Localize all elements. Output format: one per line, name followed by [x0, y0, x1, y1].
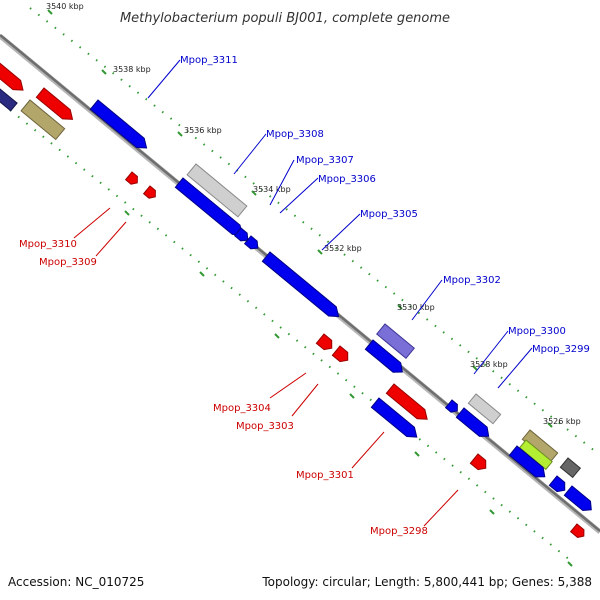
- feature-forward-cds[interactable]: [243, 235, 261, 252]
- leader-lines-blue: [147, 59, 533, 389]
- feature-reverse-cds[interactable]: [124, 171, 141, 187]
- feature-green[interactable]: [518, 439, 553, 471]
- gene-label-mpop-3303[interactable]: Mpop_3303: [236, 421, 294, 432]
- feature-reverse-cds[interactable]: [469, 453, 489, 473]
- feature-light-gray[interactable]: [467, 393, 502, 425]
- tick-label-3534: 3534 kbp: [253, 185, 291, 194]
- feature-reverse-cds[interactable]: [0, 59, 27, 95]
- feature-forward-cds[interactable]: [233, 227, 251, 244]
- accession-text: Accession: NC_010725: [8, 575, 144, 589]
- gene-label-mpop-3298[interactable]: Mpop_3298: [370, 526, 428, 537]
- feature-reverse-cds[interactable]: [331, 345, 351, 365]
- gene-label-mpop-3302[interactable]: Mpop_3302: [443, 275, 501, 286]
- kbp-ticks: [47, 9, 573, 567]
- tick-label-3526: 3526 kbp: [543, 417, 581, 426]
- features: [0, 59, 595, 540]
- feature-forward-cds[interactable]: [455, 407, 492, 441]
- dotted-tracks: [9, 7, 600, 561]
- map-title: Methylobacterium populi BJ001, complete …: [120, 11, 450, 26]
- gene-label-mpop-3311[interactable]: Mpop_3311: [180, 55, 238, 66]
- feature-forward-cds[interactable]: [563, 485, 595, 514]
- gene-label-mpop-3308[interactable]: Mpop_3308: [266, 129, 324, 140]
- gene-label-mpop-3304[interactable]: Mpop_3304: [213, 403, 271, 414]
- tick-label-3536: 3536 kbp: [184, 126, 222, 135]
- gene-label-mpop-3306[interactable]: Mpop_3306: [318, 174, 376, 185]
- feature-forward-cds[interactable]: [548, 475, 568, 495]
- tick-label-3532: 3532 kbp: [324, 244, 362, 253]
- gene-label-mpop-3307[interactable]: Mpop_3307: [296, 155, 354, 166]
- tick-label-3530: 3530 kbp: [397, 303, 435, 312]
- gene-label-mpop-3309[interactable]: Mpop_3309: [39, 257, 97, 268]
- feature-forward-cds[interactable]: [444, 399, 461, 415]
- feature-reverse-cds[interactable]: [385, 383, 431, 424]
- gene-label-mpop-3299[interactable]: Mpop_3299: [532, 344, 590, 355]
- feature-light-gray[interactable]: [186, 163, 248, 218]
- feature-reverse-cds[interactable]: [569, 523, 587, 540]
- feature-forward-cds[interactable]: [261, 251, 342, 321]
- tick-label-3540: 3540 kbp: [46, 2, 84, 11]
- feature-navy[interactable]: [0, 83, 18, 112]
- feature-forward-cds[interactable]: [364, 339, 406, 377]
- feature-purple[interactable]: [376, 323, 415, 359]
- feature-olive[interactable]: [20, 99, 66, 141]
- tick-label-3538: 3538 kbp: [113, 65, 151, 74]
- leader-lines-red: [73, 207, 459, 527]
- genome-summary-text: Topology: circular; Length: 5,800,441 bp…: [261, 575, 592, 589]
- feature-reverse-cds[interactable]: [142, 185, 159, 201]
- tick-label-3528: 3528 kbp: [470, 360, 508, 369]
- feature-forward-cds[interactable]: [370, 397, 420, 442]
- feature-reverse-cds[interactable]: [315, 333, 335, 353]
- gene-label-mpop-3300[interactable]: Mpop_3300: [508, 326, 566, 337]
- feature-dark-gray[interactable]: [559, 457, 582, 479]
- feature-forward-cds[interactable]: [508, 445, 548, 481]
- feature-forward-cds[interactable]: [89, 99, 150, 153]
- feature-reverse-cds[interactable]: [35, 87, 76, 124]
- gene-label-mpop-3305[interactable]: Mpop_3305: [360, 209, 418, 220]
- gene-label-mpop-3301[interactable]: Mpop_3301: [296, 470, 354, 481]
- gene-label-mpop-3310[interactable]: Mpop_3310: [19, 239, 77, 250]
